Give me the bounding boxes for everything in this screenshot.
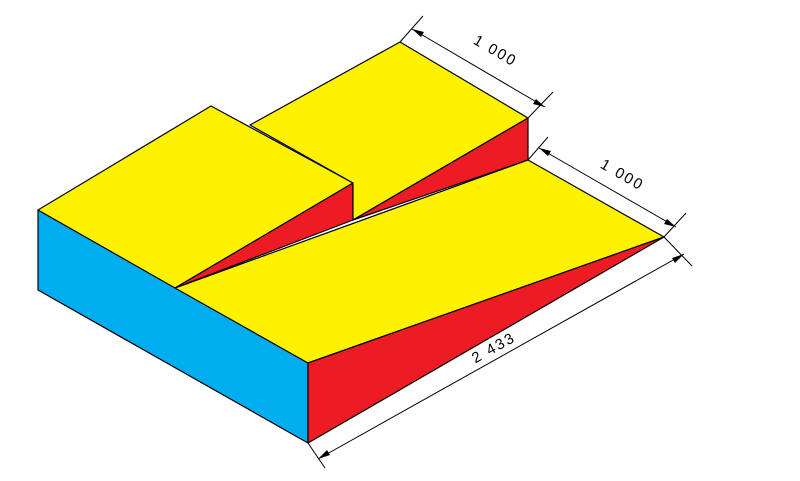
dimension-line bbox=[317, 253, 685, 460]
extension-line bbox=[527, 136, 549, 161]
extension-line bbox=[307, 442, 326, 469]
block-body bbox=[37, 41, 665, 444]
extension-line bbox=[663, 236, 693, 267]
arrowhead bbox=[412, 29, 424, 37]
arrowhead bbox=[672, 254, 684, 263]
extension-line bbox=[663, 212, 687, 238]
extension-line bbox=[399, 15, 424, 43]
dimension-line bbox=[538, 147, 677, 228]
arrowhead bbox=[539, 148, 551, 156]
arrowhead bbox=[664, 219, 676, 227]
arrowhead bbox=[318, 450, 330, 459]
dimension-line bbox=[411, 28, 546, 108]
dimension-label-mid-width: 1 000 bbox=[597, 156, 647, 194]
arrowhead bbox=[533, 99, 545, 107]
back-ramp-side-face bbox=[352, 117, 529, 221]
front-ramp-side-face bbox=[307, 236, 665, 444]
dimension-label-top-width: 1 000 bbox=[470, 32, 520, 70]
